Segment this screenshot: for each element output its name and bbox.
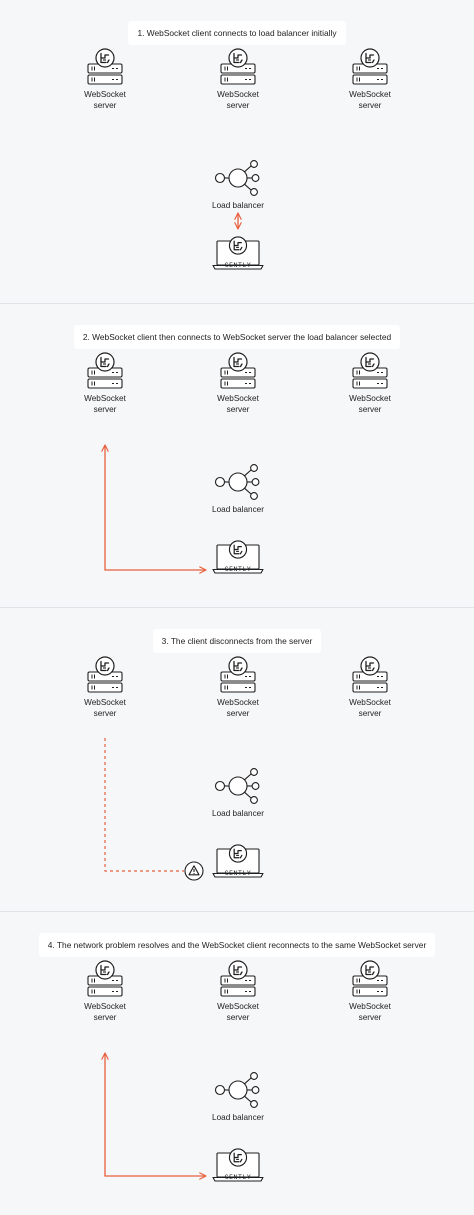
divider xyxy=(0,303,474,304)
server-label-line2: server xyxy=(226,1012,250,1022)
load-balancer-label: Load balancer xyxy=(212,505,264,514)
server-label-line2: server xyxy=(358,404,382,414)
server-label-line1: WebSocket xyxy=(84,698,126,707)
load-balancer-label: Load balancer xyxy=(212,1113,264,1122)
server-label-line1: WebSocket xyxy=(84,394,126,403)
step-panel-3: 3. The client disconnects from the serve… xyxy=(0,608,474,911)
step-caption-text: 2. WebSocket client then connects to Web… xyxy=(73,325,401,349)
step-caption-text: 4. The network problem resolves and the … xyxy=(38,933,436,957)
websocket-server-2: WebSocket server xyxy=(208,960,268,1023)
websocket-server-1: WebSocket server xyxy=(75,48,135,111)
client-label: GENTLY xyxy=(224,870,252,877)
step-caption: 1. WebSocket client connects to load bal… xyxy=(0,20,474,46)
websocket-client: GENTLY xyxy=(212,236,264,270)
server-label-line1: WebSocket xyxy=(84,1002,126,1011)
server-label: WebSocket server xyxy=(208,1002,268,1023)
websocket-client: GENTLY xyxy=(212,844,264,878)
step-caption: 4. The network problem resolves and the … xyxy=(0,932,474,958)
broken-connection-line xyxy=(104,738,204,881)
websocket-server-3: WebSocket server xyxy=(340,656,400,719)
divider xyxy=(0,911,474,912)
server-label-line1: WebSocket xyxy=(84,90,126,99)
step-caption: 2. WebSocket client then connects to Web… xyxy=(0,324,474,350)
load-balancer: Load balancer xyxy=(208,1070,268,1122)
client-label: GENTLY xyxy=(224,566,252,573)
websocket-server-3: WebSocket server xyxy=(340,352,400,415)
server-label: WebSocket server xyxy=(75,394,135,415)
step-caption-text: 1. WebSocket client connects to load bal… xyxy=(128,21,346,45)
server-label-line1: WebSocket xyxy=(349,394,391,403)
step-caption: 3. The client disconnects from the serve… xyxy=(0,628,474,654)
server-label-line1: WebSocket xyxy=(217,394,259,403)
server-label: WebSocket server xyxy=(75,90,135,111)
websocket-server-1: WebSocket server xyxy=(75,352,135,415)
client-label: GENTLY xyxy=(224,1174,252,1181)
server-label: WebSocket server xyxy=(340,90,400,111)
server-label-line2: server xyxy=(226,708,250,718)
websocket-client: GENTLY xyxy=(212,540,264,574)
websocket-server-2: WebSocket server xyxy=(208,48,268,111)
server-label-line2: server xyxy=(93,404,117,414)
step-panel-1: 1. WebSocket client connects to load bal… xyxy=(0,0,474,303)
server-label: WebSocket server xyxy=(340,394,400,415)
server-label: WebSocket server xyxy=(340,698,400,719)
websocket-server-3: WebSocket server xyxy=(340,960,400,1023)
warning-triangle-icon xyxy=(184,861,204,881)
server-label-line1: WebSocket xyxy=(217,90,259,99)
server-label: WebSocket server xyxy=(208,90,268,111)
server-label-line2: server xyxy=(358,708,382,718)
websocket-server-3: WebSocket server xyxy=(340,48,400,111)
load-balancer-label: Load balancer xyxy=(212,809,264,818)
server-label-line2: server xyxy=(93,708,117,718)
server-label: WebSocket server xyxy=(208,394,268,415)
server-label: WebSocket server xyxy=(340,1002,400,1023)
step-caption-text: 3. The client disconnects from the serve… xyxy=(152,629,322,653)
server-label-line2: server xyxy=(226,404,250,414)
websocket-server-1: WebSocket server xyxy=(75,656,135,719)
connection-arrow xyxy=(101,444,207,574)
client-label: GENTLY xyxy=(224,262,252,269)
server-label: WebSocket server xyxy=(208,698,268,719)
server-label-line2: server xyxy=(358,1012,382,1022)
load-balancer-label: Load balancer xyxy=(212,201,264,210)
server-label-line1: WebSocket xyxy=(349,698,391,707)
server-label-line1: WebSocket xyxy=(349,1002,391,1011)
server-label-line1: WebSocket xyxy=(217,1002,259,1011)
connection-arrow xyxy=(234,212,242,230)
websocket-server-2: WebSocket server xyxy=(208,352,268,415)
websocket-server-2: WebSocket server xyxy=(208,656,268,719)
server-label-line2: server xyxy=(93,100,117,110)
divider xyxy=(0,607,474,608)
server-label: WebSocket server xyxy=(75,1002,135,1023)
connection-arrow xyxy=(101,1052,207,1180)
server-label-line2: server xyxy=(93,1012,117,1022)
step-panel-4: 4. The network problem resolves and the … xyxy=(0,912,474,1215)
websocket-client: GENTLY xyxy=(212,1148,264,1182)
server-label-line2: server xyxy=(358,100,382,110)
load-balancer: Load balancer xyxy=(208,462,268,514)
server-label: WebSocket server xyxy=(75,698,135,719)
server-label-line2: server xyxy=(226,100,250,110)
websocket-server-1: WebSocket server xyxy=(75,960,135,1023)
step-panel-2: 2. WebSocket client then connects to Web… xyxy=(0,304,474,607)
load-balancer: Load balancer xyxy=(208,158,268,210)
server-label-line1: WebSocket xyxy=(349,90,391,99)
load-balancer: Load balancer xyxy=(208,766,268,818)
server-label-line1: WebSocket xyxy=(217,698,259,707)
